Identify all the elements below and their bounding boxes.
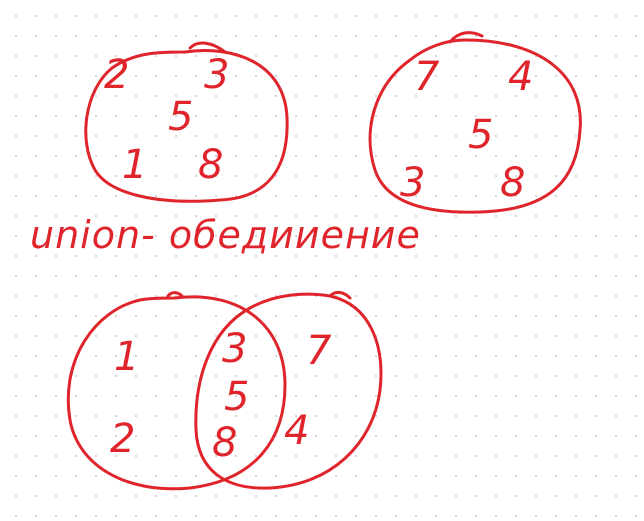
set-a-element: 2	[104, 52, 129, 98]
set-b-element: 8	[500, 160, 525, 206]
set-a-outline	[84, 41, 289, 203]
set-a-element: 1	[122, 142, 147, 188]
set-a: 2 3 5 1 8	[84, 41, 289, 203]
set-b-outline	[368, 31, 582, 214]
set-a-element: 5	[168, 94, 193, 140]
venn-intersection-element: 5	[224, 374, 249, 420]
venn-left-only-element: 1	[114, 334, 139, 380]
set-b-element: 5	[468, 112, 493, 158]
set-b-element: 3	[400, 160, 425, 206]
set-b-element: 4	[508, 54, 533, 100]
venn-intersection-element: 3	[222, 326, 247, 372]
venn-right-only-element: 4	[284, 408, 309, 454]
venn-right-circle	[194, 290, 383, 490]
set-a-element: 8	[198, 142, 223, 188]
venn-union: 1 2 3 5 8 7 4	[66, 290, 383, 491]
set-b: 7 4 5 3 8	[368, 31, 582, 214]
venn-left-only-element: 2	[110, 416, 135, 462]
set-a-element: 3	[204, 52, 229, 98]
venn-right-only-element: 7	[306, 328, 332, 374]
union-caption: union- обедииение	[30, 213, 421, 257]
venn-intersection-element: 8	[212, 420, 237, 466]
venn-left-circle	[66, 291, 287, 491]
set-b-element: 7	[414, 54, 440, 100]
